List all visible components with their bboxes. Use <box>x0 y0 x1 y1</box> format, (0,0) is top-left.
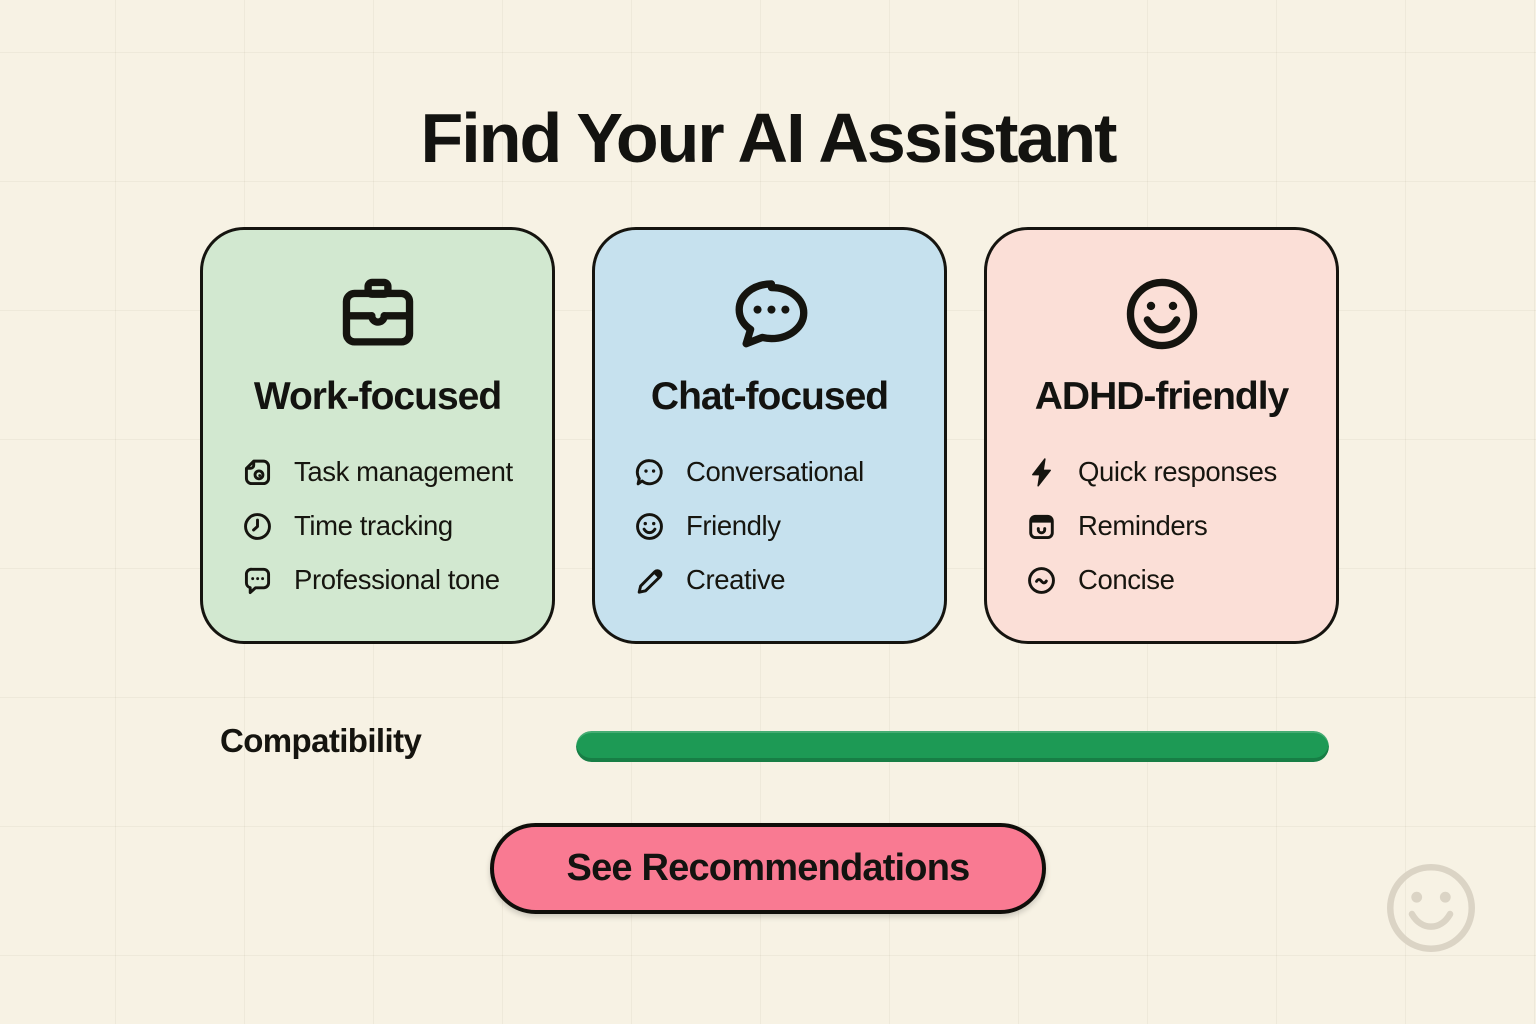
calendar-icon <box>1024 509 1059 544</box>
card-work-focused[interactable]: Work-focused Task management <box>200 227 555 644</box>
pencil-icon <box>632 563 667 598</box>
card-adhd-friendly[interactable]: ADHD-friendly Quick responses <box>984 227 1339 644</box>
feature-time-tracking: Time tracking <box>240 507 552 545</box>
feature-label: Quick responses <box>1078 456 1277 487</box>
page-title: Find Your AI Assistant <box>420 99 1118 177</box>
speech-dots-icon <box>240 563 275 598</box>
compatibility-bar <box>576 731 1329 762</box>
feature-label: Professional tone <box>294 564 500 595</box>
feature-label: Concise <box>1078 564 1175 595</box>
feature-list: Quick responses Reminders <box>987 453 1336 599</box>
see-recommendations-label: See Recommendations <box>566 847 971 889</box>
feature-concise: Concise <box>1024 561 1336 599</box>
feature-reminders: Reminders <box>1024 507 1336 545</box>
card-title: Work-focused <box>253 375 502 418</box>
tilde-circle-icon <box>1024 563 1059 598</box>
chat-face-icon <box>632 455 667 490</box>
feature-list: Conversational Friendly <box>595 453 944 599</box>
feature-label: Task management <box>294 456 513 487</box>
briefcase-icon <box>333 270 423 358</box>
feature-label: Time tracking <box>294 510 453 541</box>
feature-conversational: Conversational <box>632 453 944 491</box>
chat-bubble-icon <box>725 270 815 358</box>
smiley-watermark-icon <box>1379 856 1483 960</box>
assistant-cards: Work-focused Task management <box>200 227 1339 644</box>
feature-friendly: Friendly <box>632 507 944 545</box>
see-recommendations-button[interactable]: See Recommendations <box>490 823 1046 914</box>
feature-creative: Creative <box>632 561 944 599</box>
smiley-icon <box>632 509 667 544</box>
feature-label: Friendly <box>686 510 781 541</box>
feature-list: Task management Time tracking <box>203 453 552 599</box>
feature-professional-tone: Professional tone <box>240 561 552 599</box>
feature-task-management: Task management <box>240 453 552 491</box>
compatibility-label: Compatibility <box>220 722 422 759</box>
compatibility-bar-fill <box>576 731 1329 762</box>
feature-quick-responses: Quick responses <box>1024 453 1336 491</box>
card-chat-focused[interactable]: Chat-focused Conversational <box>592 227 947 644</box>
task-note-icon <box>240 455 275 490</box>
card-title: Chat-focused <box>650 375 889 418</box>
card-title: ADHD-friendly <box>1034 375 1290 418</box>
smiley-icon <box>1117 270 1207 358</box>
clock-icon <box>240 509 275 544</box>
lightning-icon <box>1024 455 1059 490</box>
feature-label: Reminders <box>1078 510 1208 541</box>
feature-label: Creative <box>686 564 786 595</box>
feature-label: Conversational <box>686 456 864 487</box>
